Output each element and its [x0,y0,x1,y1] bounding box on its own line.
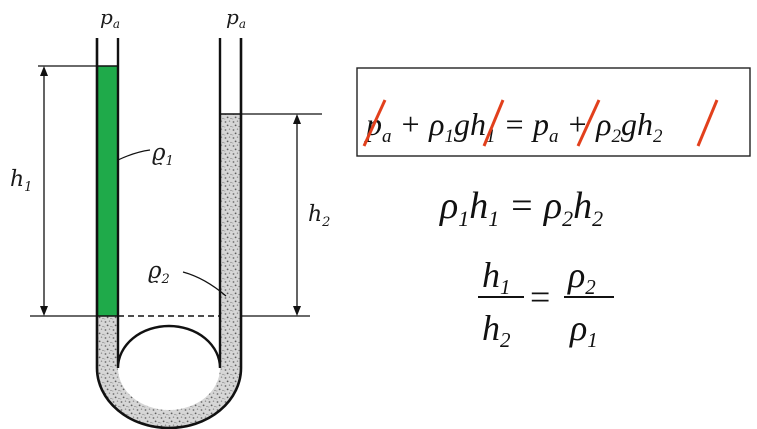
pa-right-sub: a [239,17,246,31]
eq1-g-left: g [454,106,470,142]
h1-label: h1 [10,167,32,195]
h1-h: h [10,167,24,192]
rho2-sub: 2 [161,272,170,287]
pa-right-label: pa [226,5,246,31]
u-tube [95,38,243,429]
liquid-1-column [97,66,118,316]
h2-sub: 2 [321,215,330,230]
cancel-strike-g-right [696,99,719,147]
rho2-label: ϱ2 [148,258,170,287]
rho2-symbol: ϱ [148,258,162,284]
h1-sub: 1 [24,180,32,195]
pa-left-p: p [100,5,113,29]
equation-1: pa + ρ1gh1 = pa + ρ2gh2 [364,106,663,147]
cancel-strike-g-left [482,99,505,147]
rho2-leader-line [182,271,227,297]
tube-inner-wall [116,38,222,369]
equation-box-frame [356,67,751,157]
rho1-sub: 1 [166,154,174,169]
equation-3: h1 h2 = ρ2 ρ1 [478,255,614,352]
equation-2: ρ1h1 = ρ2h2 [439,185,603,231]
eq3-rhs-numerator: ρ2 [567,255,596,299]
cancel-strike-pa-right [576,99,601,147]
h1-dimension [30,65,97,317]
cancel-strike-pa-left [362,99,387,147]
h2-label: h2 [308,202,330,230]
eq3-rhs-denominator: ρ1 [569,308,598,352]
liquid-2-column [97,114,241,428]
eq3-lhs-numerator: h1 [482,255,511,299]
pa-left-label: pa [100,5,120,31]
eq3-equals: = [530,277,550,317]
rho1-label: ϱ1 [152,140,174,169]
rho1-leader-line [117,149,151,161]
tube-outer-wall [95,38,243,429]
h2-h: h [308,202,322,227]
eq1-pa-right: p [531,106,549,142]
pa-right-p: p [226,5,239,29]
eq3-lhs-denominator: h2 [482,308,511,352]
equation-box: pa + ρ1gh1 = pa + ρ2gh2 [356,67,751,157]
eq1-g-right: g [621,106,637,142]
pa-left-sub: a [113,17,120,31]
h2-dimension [241,113,322,317]
rho1-symbol: ϱ [152,140,166,166]
